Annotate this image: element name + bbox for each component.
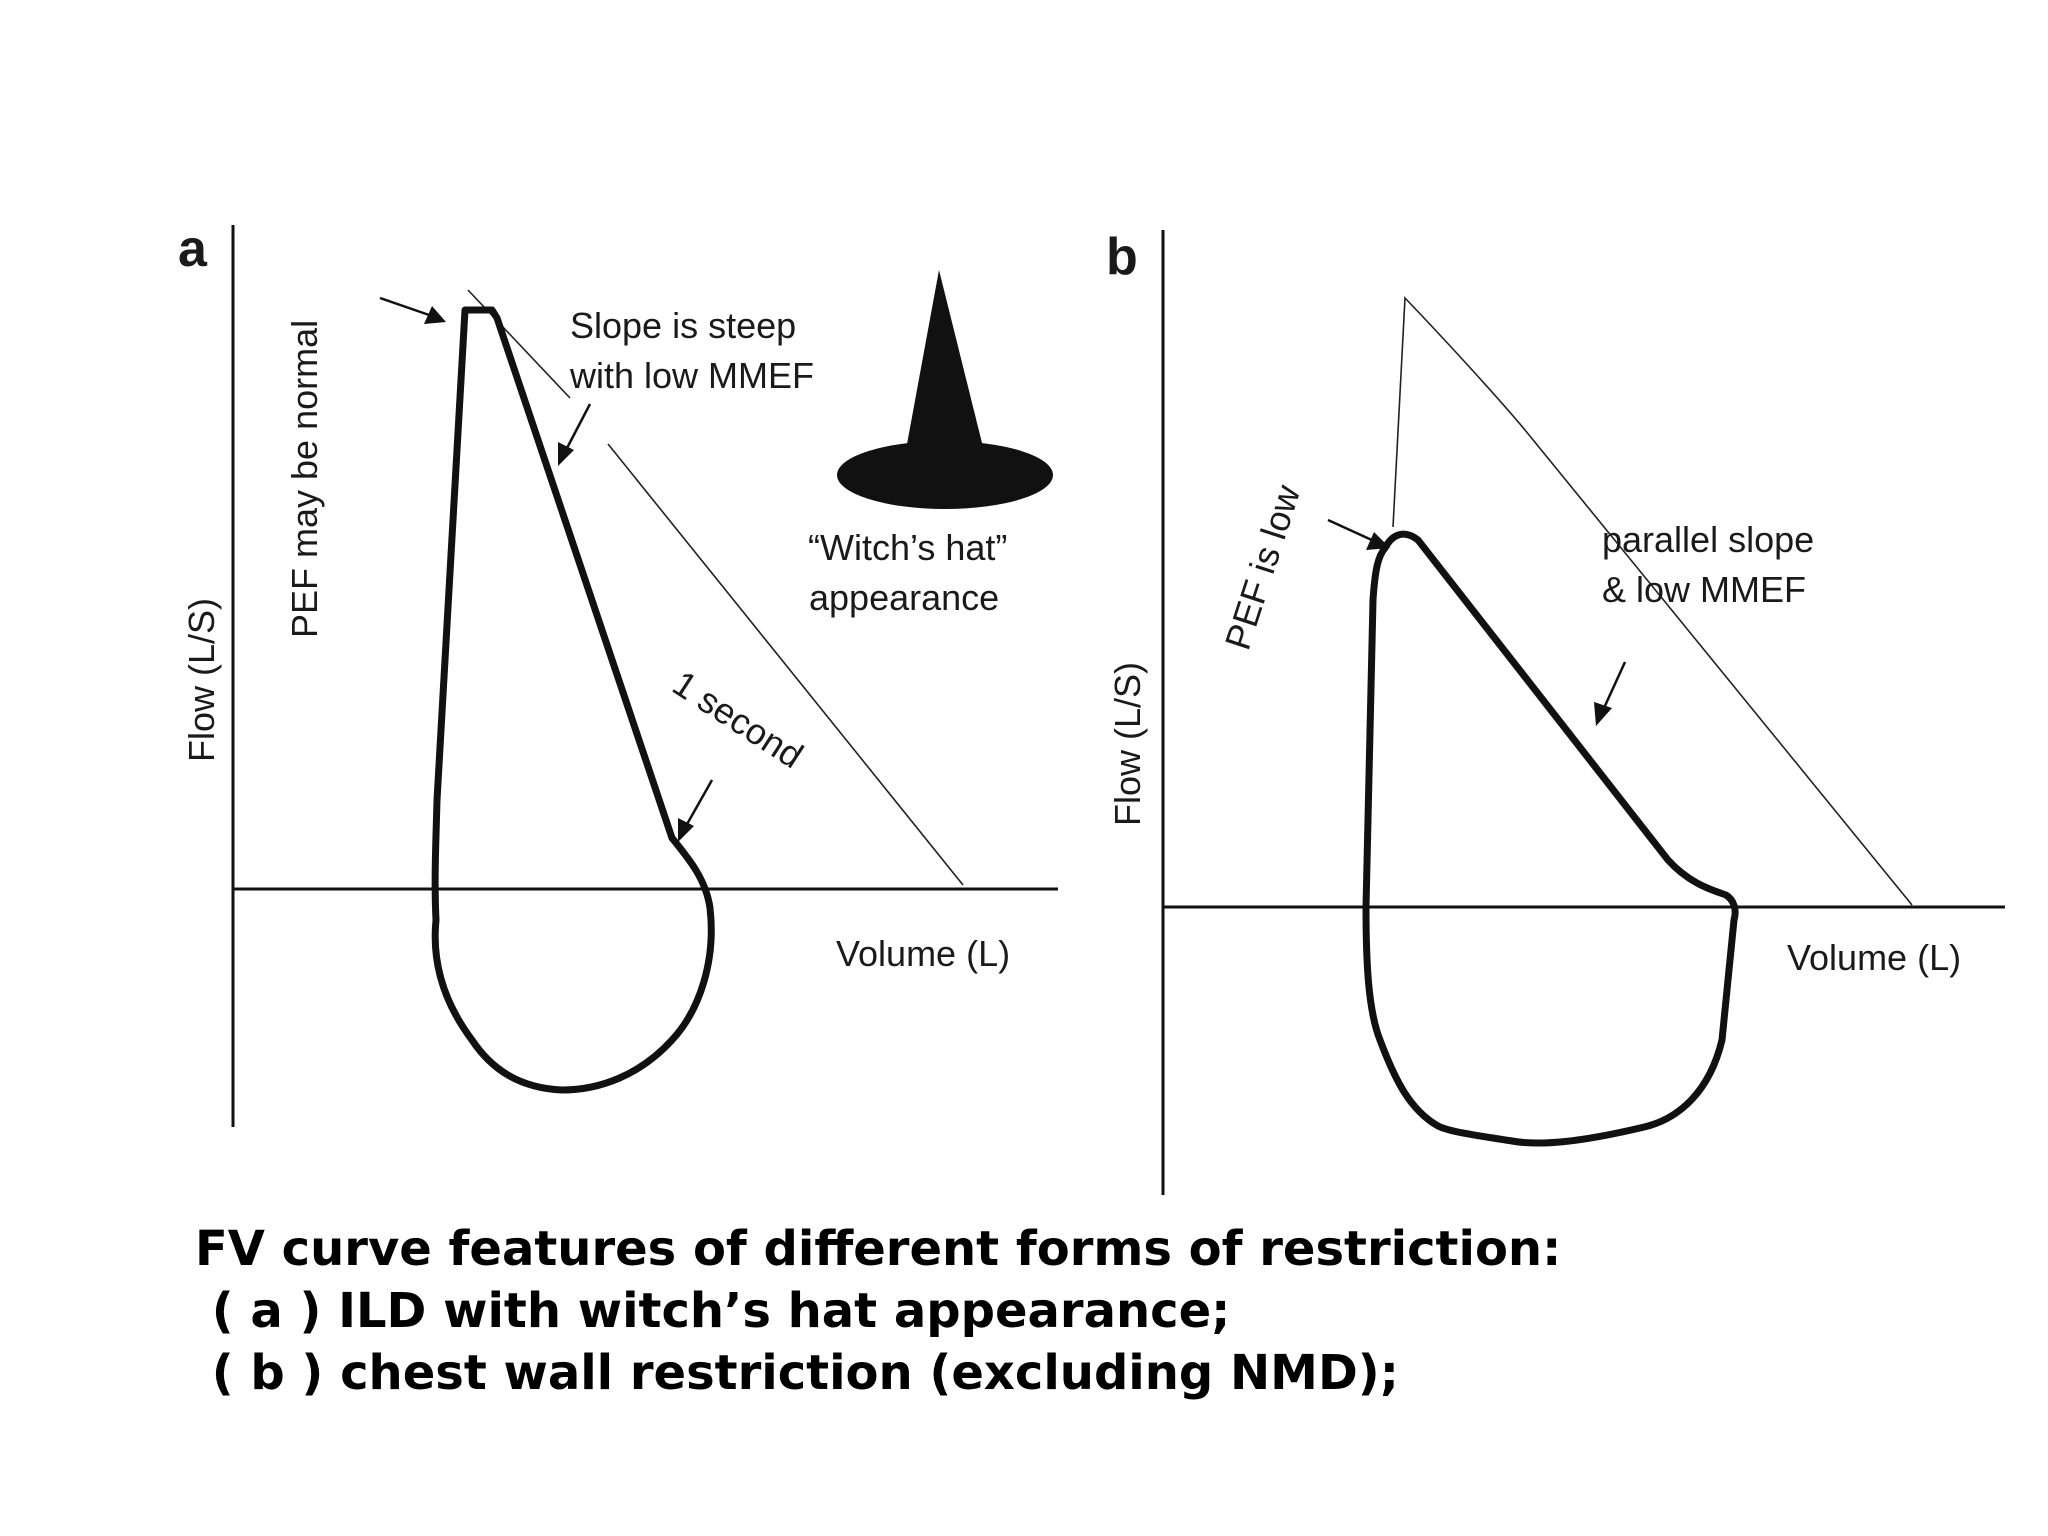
panel-a-pef-label: PEF may be normal <box>284 320 325 638</box>
panel-a-pef-arrow <box>379 296 433 318</box>
caption-line-1: FV curve features of different forms of … <box>195 1221 1562 1277</box>
panel-a-y-axis-label: Flow (L/S) <box>181 598 222 762</box>
panel-b-pef-label: PEF is low <box>1217 479 1309 654</box>
panel-b-flow-volume-loop <box>1362 530 1739 1147</box>
panel-b-y-axis-label: Flow (L/S) <box>1107 662 1148 826</box>
panel-a-letter: a <box>178 220 208 278</box>
panel-a-slope-line1: Slope is steep <box>570 305 796 346</box>
panel-a-witch-line1: “Witch’s hat” <box>808 527 1007 568</box>
panel-a-witch-line2: appearance <box>809 577 999 618</box>
caption-line-2: ( a ) ILD with witch’s hat appearance; <box>195 1283 1231 1339</box>
panel-a-x-axis-label: Volume (L) <box>836 933 1010 974</box>
panel-a-slope-line2: with low MMEF <box>569 355 814 396</box>
panel-a-one-second-arrowhead <box>678 818 694 842</box>
panel-a-one-second-label: 1 second <box>666 662 811 776</box>
panel-b: b Flow (L/S) Volume (L) PEF is low paral… <box>1106 228 2005 1195</box>
panel-b-letter: b <box>1106 228 1138 286</box>
witch-hat-icon <box>837 270 1053 509</box>
panel-a-slope-arrow <box>564 403 592 451</box>
panel-a-slope-arrowhead <box>558 442 574 466</box>
panel-a-one-second-arrow <box>684 779 714 827</box>
panel-b-slope-line2: & low MMEF <box>1602 569 1806 610</box>
caption-line-3: ( b ) chest wall restriction (excluding … <box>195 1345 1399 1401</box>
figure-caption: FV curve features of different forms of … <box>195 1218 1895 1404</box>
panel-b-slope-arrow <box>1602 661 1627 709</box>
panel-b-pef-arrow <box>1327 518 1375 543</box>
panel-a-pef-arrowhead <box>424 306 446 324</box>
panel-b-pef-arrowhead <box>1366 532 1390 550</box>
panel-b-predicted-curve <box>1392 296 1913 906</box>
panel-a: a Flow (L/S) Volume (L) PEF may be norma… <box>178 220 1058 1127</box>
panel-b-x-axis-label: Volume (L) <box>1787 937 1961 978</box>
panel-b-slope-line1: parallel slope <box>1602 519 1814 560</box>
panel-a-flow-volume-loop <box>431 306 715 1094</box>
panel-b-slope-arrowhead <box>1594 702 1612 726</box>
